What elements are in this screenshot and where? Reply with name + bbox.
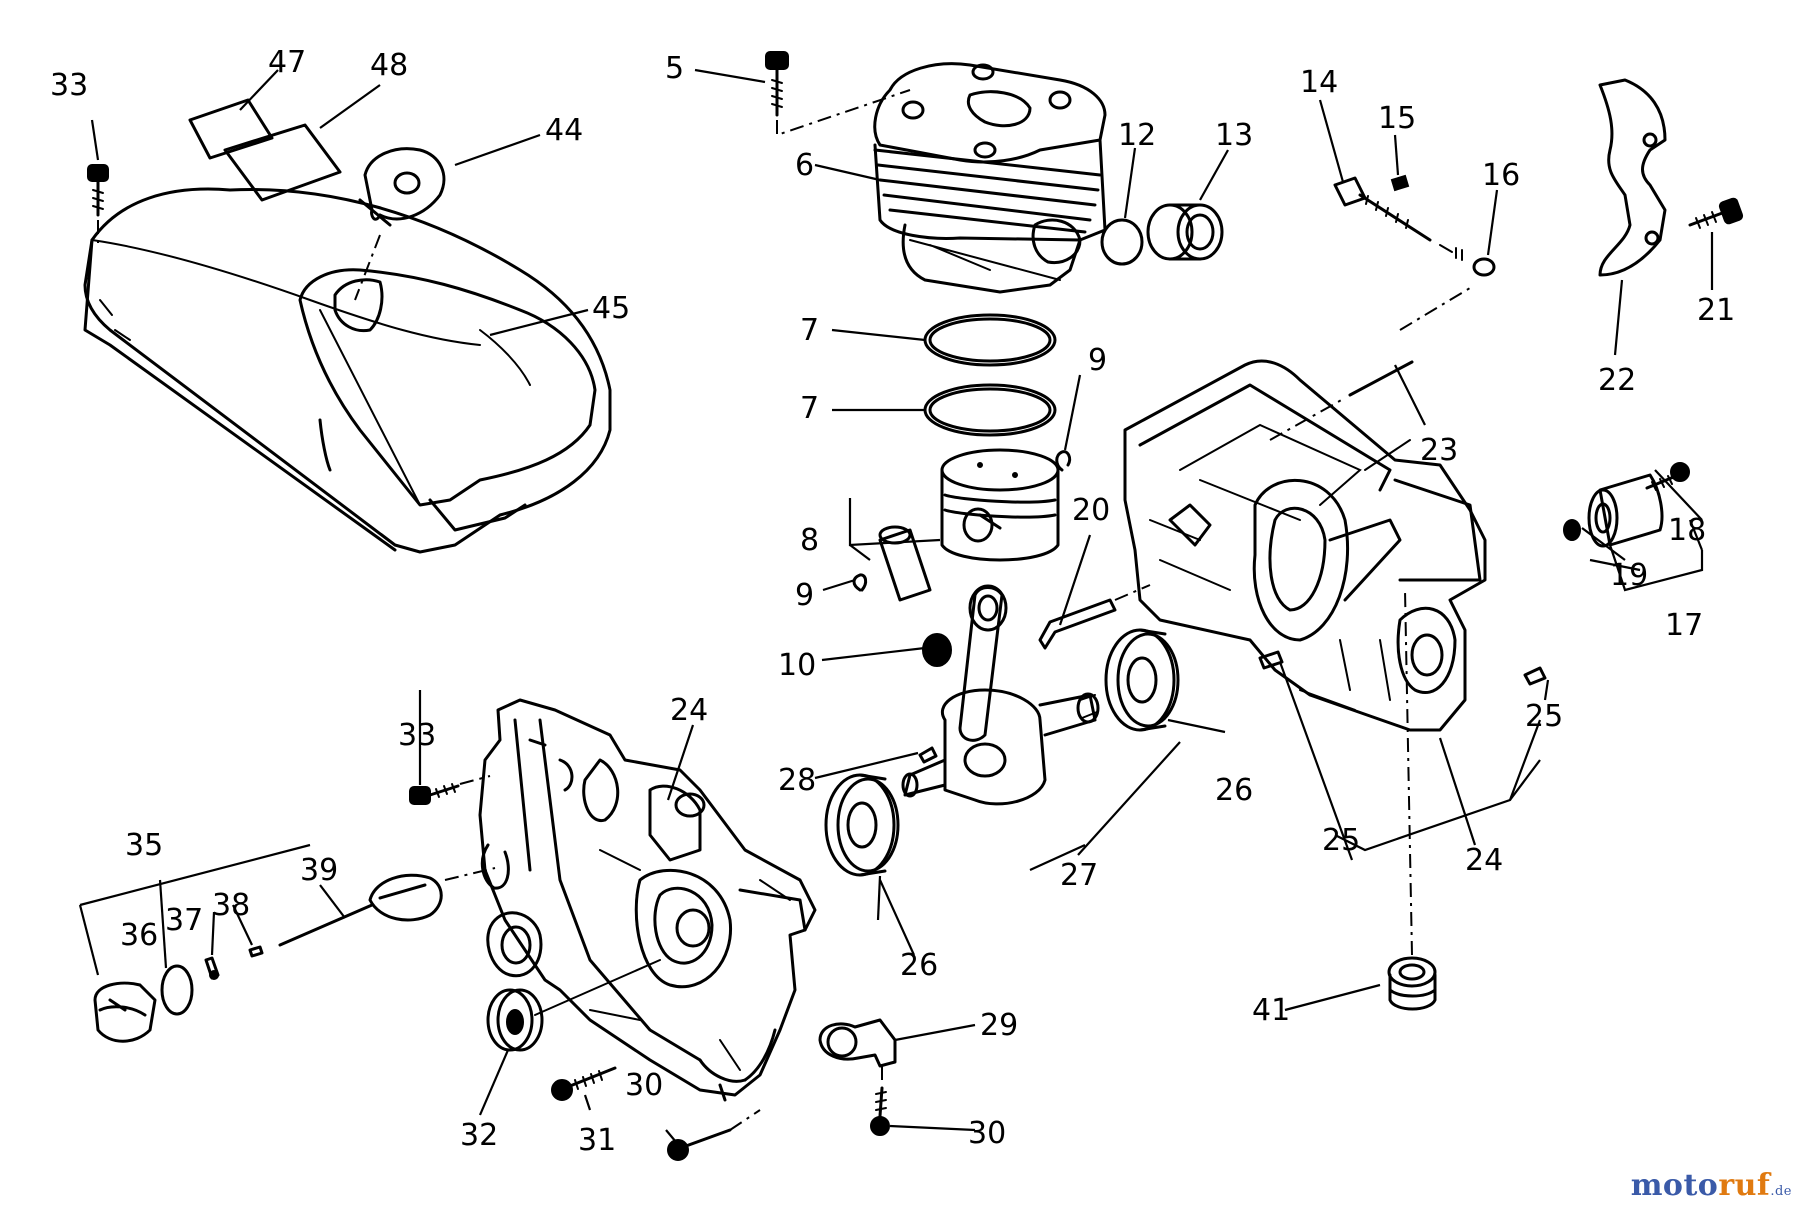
decal-plates-drawing (188, 98, 446, 301)
label-9-lower: 9 (795, 578, 814, 613)
centerline-41 (1404, 589, 1413, 956)
label-38: 38 (212, 888, 250, 923)
screw-5 (765, 51, 911, 137)
washer-16 (1399, 257, 1496, 331)
label-33-lower: 33 (398, 718, 436, 753)
label-26-left: 26 (900, 948, 938, 983)
label-8: 8 (800, 523, 819, 558)
bearing-26-right (1104, 628, 1180, 732)
label-27: 27 (1060, 858, 1098, 893)
screw-33-top (87, 164, 109, 248)
label-25-left: 25 (1322, 823, 1360, 858)
label-13: 13 (1215, 118, 1253, 153)
label-45: 45 (592, 291, 630, 326)
label-25-right: 25 (1525, 699, 1563, 734)
needle-bearing-10 (922, 633, 952, 667)
label-48: 48 (370, 48, 408, 83)
plug-41 (1387, 956, 1437, 1011)
watermark-part2: ruf (1718, 1168, 1771, 1203)
label-7-upper: 7 (800, 313, 819, 348)
label-44: 44 (545, 113, 583, 148)
crankcase-left (478, 698, 817, 1102)
top-cover-drawing (83, 187, 612, 554)
screw-21 (1688, 197, 1744, 229)
crankshaft-27 (901, 584, 1100, 806)
label-30-left: 30 (625, 1068, 663, 1103)
watermark-suffix: .de (1770, 1184, 1792, 1199)
bearing-26-left (824, 773, 900, 877)
screw-31 (551, 1066, 617, 1101)
key-28 (918, 746, 938, 764)
cylinder-drawing (873, 62, 1107, 294)
label-39: 39 (300, 853, 338, 888)
piston-8 (878, 448, 1060, 602)
clip-9-lower (852, 573, 868, 592)
label-19: 19 (1610, 558, 1648, 593)
label-47: 47 (268, 45, 306, 80)
label-10: 10 (778, 648, 816, 683)
screw-18 (1645, 462, 1690, 491)
part-number-labels: 33 47 48 44 45 5 6 12 13 14 15 16 21 22 … (50, 45, 1735, 1158)
gasket-12 (1100, 218, 1144, 266)
label-30-right: 30 (968, 1116, 1006, 1151)
label-24-left: 24 (670, 693, 708, 728)
label-17: 17 (1665, 608, 1703, 643)
label-12: 12 (1118, 118, 1156, 153)
buffer-17 (1587, 473, 1664, 548)
watermark-logo: motoruf.de (1631, 1168, 1792, 1203)
label-6: 6 (795, 148, 814, 183)
bracket-29 (818, 1018, 897, 1086)
dowel-25-right (1523, 666, 1547, 686)
washer-19 (1563, 519, 1581, 541)
label-33-top: 33 (50, 68, 88, 103)
label-20: 20 (1072, 493, 1110, 528)
label-14: 14 (1300, 65, 1338, 100)
watermark-part1: moto (1630, 1168, 1719, 1203)
crankcase-right (1123, 359, 1487, 732)
intake-flange-13 (1146, 203, 1224, 261)
label-21: 21 (1697, 293, 1735, 328)
leader-lines (78, 68, 1714, 1143)
label-31: 31 (578, 1123, 616, 1158)
bracket-22 (1598, 78, 1667, 277)
label-37: 37 (165, 903, 203, 938)
screw-30-left (667, 1109, 761, 1161)
dowel-25-left (1258, 650, 1284, 670)
label-24-right: 24 (1465, 843, 1503, 878)
nut-15 (1390, 174, 1410, 192)
label-28: 28 (778, 763, 816, 798)
pin-23 (1269, 360, 1414, 441)
label-23: 23 (1420, 433, 1458, 468)
label-16: 16 (1482, 158, 1520, 193)
label-22: 22 (1598, 363, 1636, 398)
label-15: 15 (1378, 101, 1416, 136)
label-5: 5 (665, 51, 684, 86)
label-29: 29 (980, 1008, 1018, 1043)
label-35: 35 (125, 828, 163, 863)
label-41: 41 (1252, 993, 1290, 1028)
label-32: 32 (460, 1118, 498, 1153)
adjust-screw-14 (1333, 176, 1463, 261)
screw-30-right (870, 1086, 890, 1136)
label-7-lower: 7 (800, 391, 819, 426)
label-18: 18 (1668, 513, 1706, 548)
piston-rings-7 (923, 313, 1057, 437)
pin-20 (1038, 584, 1151, 650)
screw-33-lower (409, 775, 491, 805)
label-36: 36 (120, 918, 158, 953)
oil-cap-assembly-35 (93, 867, 496, 1043)
seal-32 (486, 959, 661, 1052)
label-26-right: 26 (1215, 773, 1253, 808)
label-9-upper: 9 (1088, 343, 1107, 378)
clip-9-upper (1055, 450, 1072, 472)
